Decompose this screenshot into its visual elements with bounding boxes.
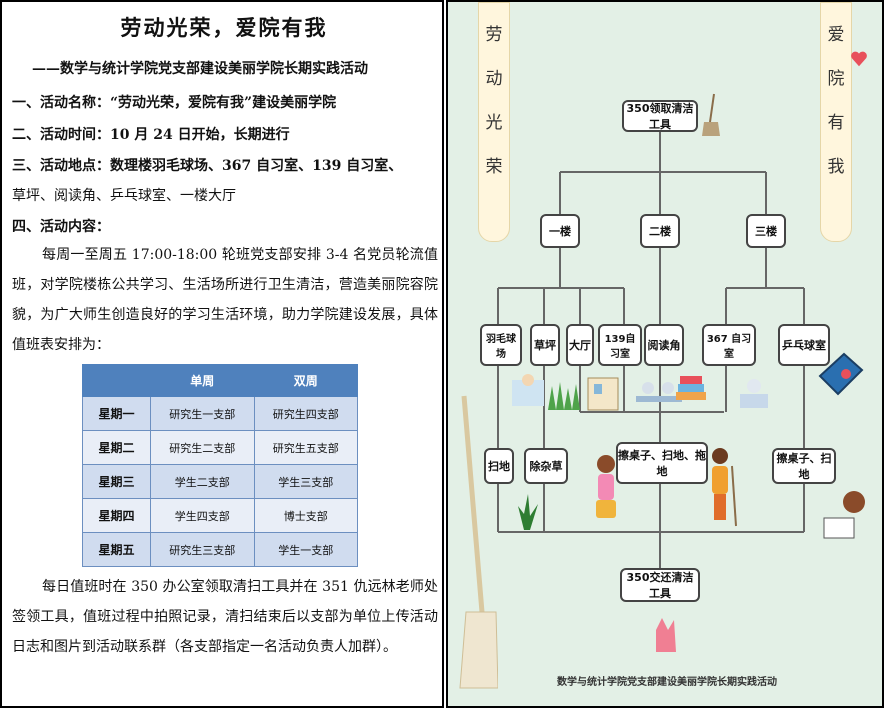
broom-illustration [459, 395, 498, 689]
table-cell: 星期二 [82, 430, 151, 465]
duty-schedule-table: 单周 双周 星期一 研究生一支部 研究生四支部 星期二 研究生二支部 研究生五支… [82, 364, 358, 567]
flowchart-connectors [497, 132, 805, 568]
room-badminton-court: 羽毛球场 [480, 324, 522, 366]
flowchart-poster: 劳动光荣 爱院有我 350领取清洁工具 一楼 二楼 三楼 羽毛球场 草坪 大厅 … [446, 0, 884, 708]
table-cell: 星期四 [82, 498, 151, 533]
start-collect-tools-box: 350领取清洁工具 [622, 100, 698, 132]
end-return-tools-box: 350交还清洁工具 [620, 568, 700, 602]
activity-document: 劳动光荣，爱院有我 ——数学与统计学院党支部建设美丽学院长期实践活动 一、活动名… [0, 0, 444, 708]
task-weeding: 除杂草 [524, 448, 568, 484]
table-cell: 星期五 [82, 532, 151, 567]
room-lawn: 草坪 [530, 324, 560, 366]
poster-footer: 数学与统计学院党支部建设美丽学院长期实践活动 [557, 677, 777, 688]
boy-with-book-illustration [823, 491, 865, 539]
floor-2-box: 二楼 [640, 214, 680, 248]
document-subtitle: ——数学与统计学院党支部建设美丽学院长期实践活动 [32, 61, 368, 77]
activity-time-line: 二、活动时间：10 月 24 日开始，长期进行 [12, 127, 290, 143]
table-header-cell: 双周 [253, 364, 358, 397]
girl-cleaning-illustration [596, 455, 616, 518]
table-cell: 研究生五支部 [253, 430, 358, 465]
room-reading-corner: 阅读角 [644, 324, 684, 366]
heart-icon [851, 51, 867, 67]
table-tennis-illustration [818, 352, 864, 396]
table-cell: 学生二支部 [150, 464, 255, 499]
table-row: 星期三 学生二支部 学生三支部 [82, 464, 358, 499]
right-scroll-banner: 爱院有我 [820, 2, 852, 242]
study-room-illustration [740, 379, 768, 408]
books-illustration [676, 376, 706, 400]
table-row: 星期一 研究生一支部 研究生四支部 [82, 396, 358, 431]
table-cell: 星期三 [82, 464, 151, 499]
activity-location-line: 三、活动地点：数理楼羽毛球场、367 自习室、139 自习室、 [12, 158, 403, 174]
table-cell: 博士支部 [253, 498, 358, 533]
study-illustration [636, 382, 682, 402]
table-header-cell [82, 364, 151, 397]
document-title: 劳动光荣，爱院有我 [120, 15, 328, 40]
room-367-study: 367 自习室 [702, 324, 756, 366]
room-table-tennis: 乒乓球室 [778, 324, 830, 366]
badminton-illustration [512, 374, 544, 406]
task-wipe-sweep: 擦桌子、扫地 [772, 448, 836, 484]
grass-illustration [548, 382, 580, 410]
table-cell: 学生三支部 [253, 464, 358, 499]
table-header-row: 单周 双周 [82, 364, 358, 397]
room-139-study: 139自习室 [598, 324, 642, 366]
activity-name-line: 一、活动名称：“劳动光荣，爱院有我”建设美丽学院 [12, 95, 337, 111]
table-cell: 学生一支部 [253, 532, 358, 567]
table-cell: 星期一 [82, 396, 151, 431]
table-cell: 研究生三支部 [150, 532, 255, 567]
table-row: 星期四 学生四支部 博士支部 [82, 498, 358, 533]
table-row: 星期二 研究生二支部 研究生五支部 [82, 430, 358, 465]
hall-illustration [587, 377, 619, 411]
task-sweep: 扫地 [484, 448, 514, 484]
table-cell: 研究生二支部 [150, 430, 255, 465]
weeding-illustration [518, 494, 538, 530]
table-cell: 研究生一支部 [150, 396, 255, 431]
floor-3-box: 三楼 [746, 214, 786, 248]
table-header-cell: 单周 [150, 364, 255, 397]
table-cell: 学生四支部 [150, 498, 255, 533]
room-hall: 大厅 [566, 324, 594, 366]
boy-mopping-illustration [712, 448, 737, 527]
broom-icon [702, 93, 720, 136]
activity-location-line-2: 草坪、阅读角、乒乓球室、一楼大厅 [12, 188, 236, 204]
content-paragraph-2: 每日值班时在 350 办公室领取清扫工具并在 351 仇远林老师处签领工具，值班… [12, 579, 438, 655]
table-row: 星期五 研究生三支部 学生一支部 [82, 532, 358, 567]
floor-1-box: 一楼 [540, 214, 580, 248]
table-cell: 研究生四支部 [253, 396, 358, 431]
content-paragraph-1: 每周一至周五 17:00-18:00 轮班党支部安排 3-4 名党员轮流值班，对… [12, 247, 438, 353]
task-wipe-sweep-mop: 擦桌子、扫地、拖地 [616, 442, 708, 484]
hands-icon [656, 618, 676, 652]
left-scroll-banner: 劳动光荣 [478, 2, 510, 242]
activity-content-heading: 四、活动内容： [12, 219, 110, 235]
